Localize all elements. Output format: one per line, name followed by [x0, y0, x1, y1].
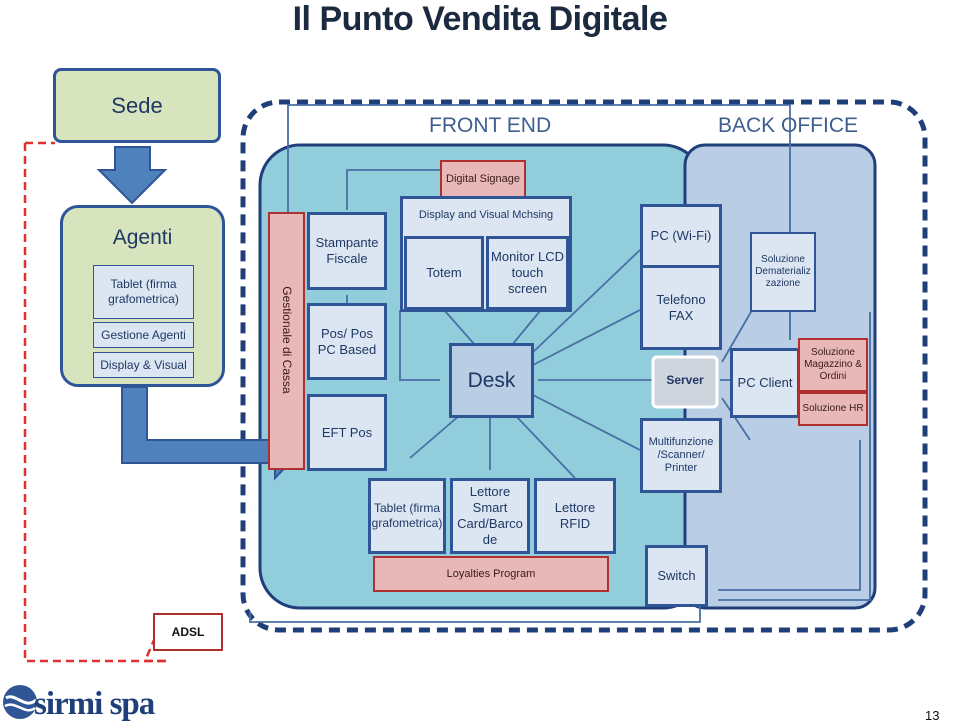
lettore-smart-card: Lettore Smart Card/Barco de	[450, 478, 530, 554]
pc-wifi: PC (Wi-Fi)	[640, 204, 722, 268]
eft-pos: EFT Pos	[307, 394, 387, 471]
stampante-fiscale: Stampante Fiscale	[307, 212, 387, 290]
pos-pc: Pos/ Pos PC Based	[307, 303, 387, 380]
page-title: Il Punto Vendita Digitale	[292, 0, 668, 38]
sirmi-globe-icon	[3, 685, 38, 719]
telefono-fax: Telefono FAX	[640, 268, 722, 350]
logo-text: sirmi spa	[34, 686, 155, 722]
agenti-tablet: Tablet (firma grafometrica)	[93, 265, 194, 319]
display-visual-label: Display and Visual Mchsing	[418, 209, 554, 221]
gestionale-cassa-label: Gestionale di Cassa	[280, 286, 294, 394]
switch: Switch	[645, 545, 708, 607]
totem: Totem	[404, 236, 484, 310]
loyalties-program: Loyalties Program	[373, 556, 609, 592]
front-end-label: FRONT END	[429, 114, 552, 137]
sirmi-logo: sirmi spa	[0, 680, 160, 725]
sol-magazzino: Soluzione Magazzino & Ordini	[798, 338, 868, 392]
network-dashed-border	[240, 99, 928, 633]
tablet-firma: Tablet (firma grafometrica)	[368, 478, 446, 554]
adsl-box: ADSL	[153, 613, 223, 651]
agenti-title: Agenti	[112, 226, 173, 249]
pc-client: PC Client	[730, 348, 800, 418]
sol-hr: Soluzione HR	[798, 392, 868, 426]
gestionale-cassa-box	[268, 212, 305, 470]
arrow-sede-to-agenti	[96, 146, 168, 205]
agenti-gestione: Gestione Agenti	[93, 322, 194, 348]
desk: Desk	[449, 343, 534, 418]
monitor-lcd: Monitor LCD touch screen	[486, 236, 569, 310]
sede-box: Sede	[53, 68, 221, 143]
lettore-rfid: Lettore RFID	[534, 478, 616, 554]
back-office-label: BACK OFFICE	[718, 114, 859, 137]
digital-signage: Digital Signage	[440, 160, 526, 198]
server-box-bg	[651, 355, 719, 409]
agenti-display: Display & Visual	[93, 352, 194, 378]
page-number: 13	[925, 708, 940, 723]
server: Server	[666, 373, 704, 387]
adsl-line-left	[23, 143, 166, 663]
multifunzione: Multifunzione /Scanner/ Printer	[640, 418, 722, 493]
sol-dematerializzazione: Soluzione Dematerializ zazione	[750, 232, 816, 312]
